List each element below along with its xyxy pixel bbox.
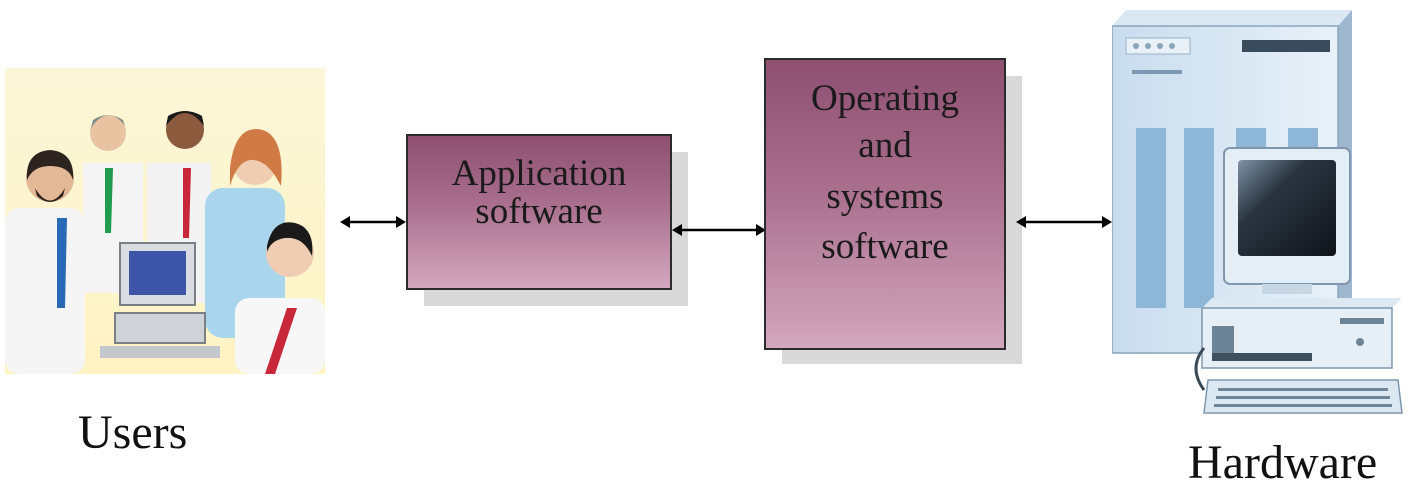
application-label-line-2: software [475,191,603,232]
people-group-icon [5,68,325,374]
operating-systems-software-box: Operating and systems software [764,58,1006,350]
operating-label-line-3: systems [826,176,944,217]
bidirectional-arrow [672,224,766,236]
hardware-caption: Hardware [1188,436,1378,489]
bidirectional-arrow [340,216,406,228]
operating-label-line-4: software [821,226,949,267]
bidirectional-arrow [1016,216,1112,228]
computer-tower-icon [1112,10,1403,414]
operating-label-line-1: Operating [811,78,959,119]
operating-label-line-2: and [858,125,912,166]
application-software-box: Application software [406,134,672,290]
users-caption: Users [78,406,188,459]
application-label-line-1: Application [451,153,627,194]
